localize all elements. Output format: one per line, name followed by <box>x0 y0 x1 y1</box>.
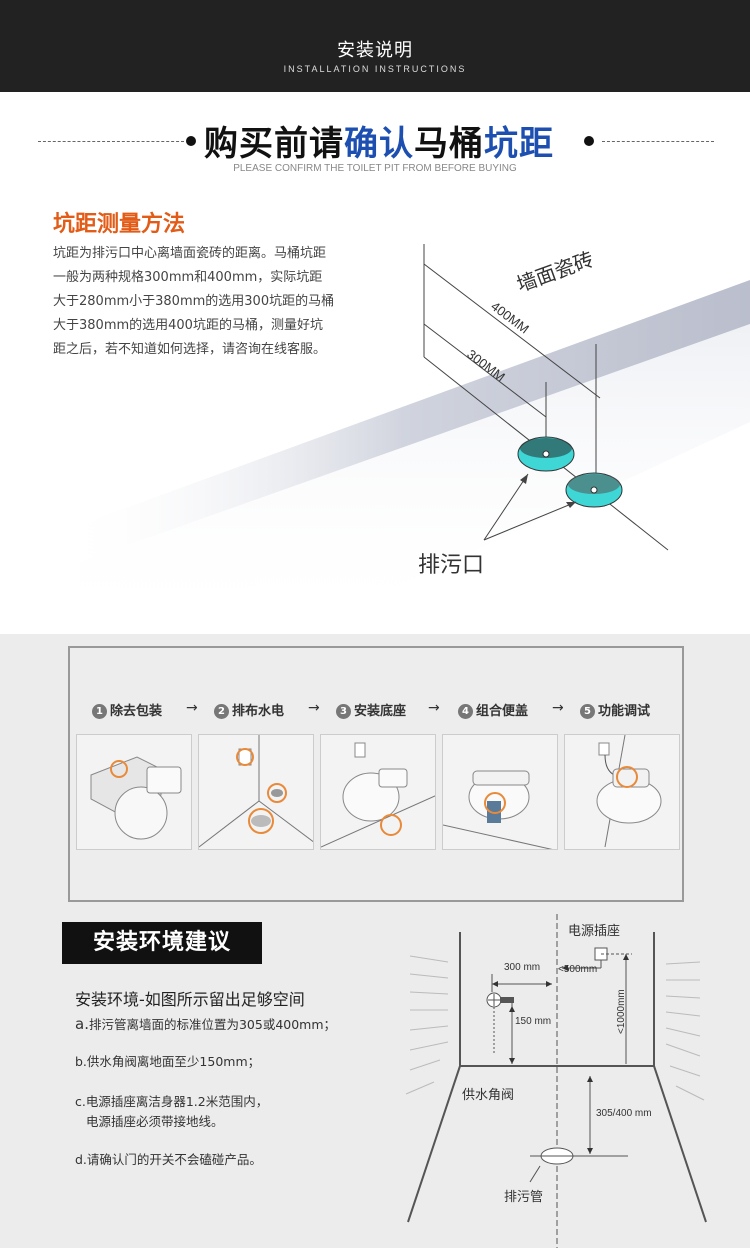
title-dot-right <box>584 136 594 146</box>
dim-500-label: <500mm <box>558 964 598 975</box>
wall-band <box>60 280 750 562</box>
socket-label: 电源插座 <box>568 924 621 939</box>
step-arrow-icon: → <box>428 700 440 716</box>
title-divider-left <box>38 141 184 142</box>
step-label: 组合便盖 <box>476 704 529 719</box>
step-arrow-icon: → <box>308 700 320 716</box>
step-4-image <box>442 734 558 850</box>
valve-label: 供水角阀 <box>462 1088 515 1103</box>
confirm-pit-subtitle: PLEASE CONFIRM THE TOILET PIT FROM BEFOR… <box>233 163 517 174</box>
pointer-line-1 <box>483 473 529 541</box>
outlet-300-hole <box>520 438 572 458</box>
method-line: 大于380mm的选用400坑距的马桶，测量好坑 <box>53 318 323 333</box>
step-label: 除去包装 <box>110 704 163 719</box>
method-line: 距之后，若不知道如何选择，请咨询在线客服。 <box>53 342 327 357</box>
title-part-2: 确认 <box>344 124 414 164</box>
dim-line-300 <box>423 323 547 418</box>
title-part-1: 购买前请 <box>204 124 344 164</box>
environment-item-c1: c.电源插座离洁身器1.2米范围内， <box>75 1094 269 1109</box>
method-title: 坑距测量方法 <box>53 212 186 237</box>
installation-space-diagram: 电源插座 <500mm <1000mm 300 mm 150 mm 供水角阀 3… <box>400 904 750 1248</box>
step-number-icon: 3 <box>336 704 351 719</box>
dim-1000-label: <1000mm <box>616 989 627 1034</box>
pit-distance-illustration: 400MM 300MM 墙面瓷砖 排污口 <box>60 244 750 632</box>
step-label: 排布水电 <box>232 704 285 719</box>
pointer-arrow-2 <box>566 502 576 508</box>
step-number-icon: 5 <box>580 704 595 719</box>
header-subtitle: INSTALLATION INSTRUCTIONS <box>283 64 467 74</box>
title-divider-right <box>602 141 714 142</box>
dim-300-mm-label: 300 mm <box>504 962 541 973</box>
title-dot-left <box>186 136 196 146</box>
dim-305-400-label: 305/400 mm <box>596 1108 652 1119</box>
confirm-pit-title: 购买前请确认马桶坑距 <box>204 116 554 165</box>
page-header: 安装说明 INSTALLATION INSTRUCTIONS <box>0 0 750 92</box>
step-arrow-icon: → <box>186 700 198 716</box>
pointer-line-2 <box>483 501 577 541</box>
step-number-icon: 2 <box>214 704 229 719</box>
outlet-400-center <box>590 486 598 494</box>
dim-line-400 <box>423 263 601 399</box>
item-a-text: 排污管离墙面的标准位置为305或400mm； <box>88 1017 337 1032</box>
environment-item-c2: 电源插座必须带接地线。 <box>86 1114 224 1129</box>
pit-distance-section: 400MM 300MM 墙面瓷砖 排污口 购买前请确认马桶坑距 PLEASE C… <box>0 92 750 634</box>
drain-pipe-label: 排污管 <box>504 1190 544 1205</box>
method-line: 大于280mm小于380mm的选用300坑距的马桶 <box>53 294 335 309</box>
pointer-arrow-1 <box>520 474 528 484</box>
step-2-image <box>198 734 314 850</box>
header-title: 安装说明 <box>337 40 413 61</box>
step-number-icon: 4 <box>458 704 473 719</box>
step-label: 安装底座 <box>354 704 407 719</box>
outlet-300-center <box>542 450 550 458</box>
method-line: 一般为两种规格300mm和400mm，实际坑距 <box>53 270 323 285</box>
environment-badge: 安装环境建议 <box>62 922 262 964</box>
outlet-400-hole <box>568 474 620 494</box>
floor-shade <box>80 324 750 632</box>
environment-item-a: a.排污管离墙面的标准位置为305或400mm； <box>75 1014 336 1035</box>
environment-item-d: d.请确认门的开关不会磕碰产品。 <box>75 1152 262 1167</box>
wall-tile-label: 墙面瓷砖 <box>514 247 597 297</box>
step-5-image <box>564 734 680 850</box>
step-number-icon: 1 <box>92 704 107 719</box>
environment-item-b: b.供水角阀离地面至少150mm； <box>75 1054 261 1069</box>
method-description: 坑距为排污口中心离墙面瓷砖的距离。马桶坑距 一般为两种规格300mm和400mm… <box>53 242 393 362</box>
dim-150-mm-label: 150 mm <box>515 1016 552 1027</box>
outlet-label: 排污口 <box>418 553 484 578</box>
title-part-4: 坑距 <box>484 124 554 164</box>
step-arrow-icon: → <box>552 700 564 716</box>
step-3-image <box>320 734 436 850</box>
title-part-3: 马桶 <box>414 124 484 164</box>
environment-heading: 安装环境-如图所示留出足够空间 <box>75 990 305 1009</box>
item-a-prefix: a. <box>75 1015 89 1033</box>
method-line: 坑距为排污口中心离墙面瓷砖的距离。马桶坑距 <box>53 246 327 261</box>
step-label: 功能调试 <box>598 704 651 719</box>
step-1-image <box>76 734 192 850</box>
